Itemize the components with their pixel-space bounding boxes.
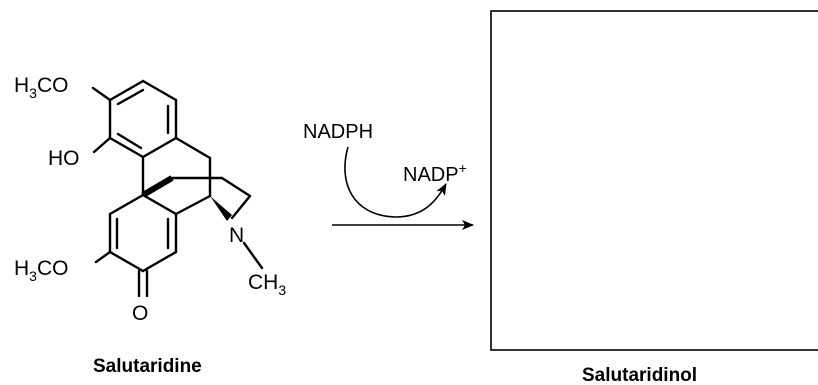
carbonyl-oxygen-label: O (132, 302, 148, 325)
dienone-ring (108, 193, 212, 273)
salutaridine-structure: H3CO HO N CH3 H3CO O (14, 74, 286, 325)
n-methyl-label: CH3 (248, 271, 286, 298)
nadp-plus-label: NADP+ (403, 160, 467, 186)
bridge-bonds (141, 136, 264, 270)
methoxy-label-top: H3CO (14, 74, 68, 101)
product-placeholder-box (490, 10, 818, 351)
reaction-arrow-group: NADPH NADP+ (303, 121, 474, 230)
methoxy-label-bottom: H3CO (14, 257, 68, 284)
nadph-label: NADPH (303, 121, 373, 143)
hydroxy-label: HO (48, 147, 80, 170)
product-name: Salutaridinol (582, 365, 697, 385)
aromatic-ring (108, 79, 178, 159)
cofactor-curved-arrow (344, 146, 447, 218)
nitrogen-label: N (229, 224, 244, 247)
reactant-name: Salutaridine (93, 356, 202, 377)
